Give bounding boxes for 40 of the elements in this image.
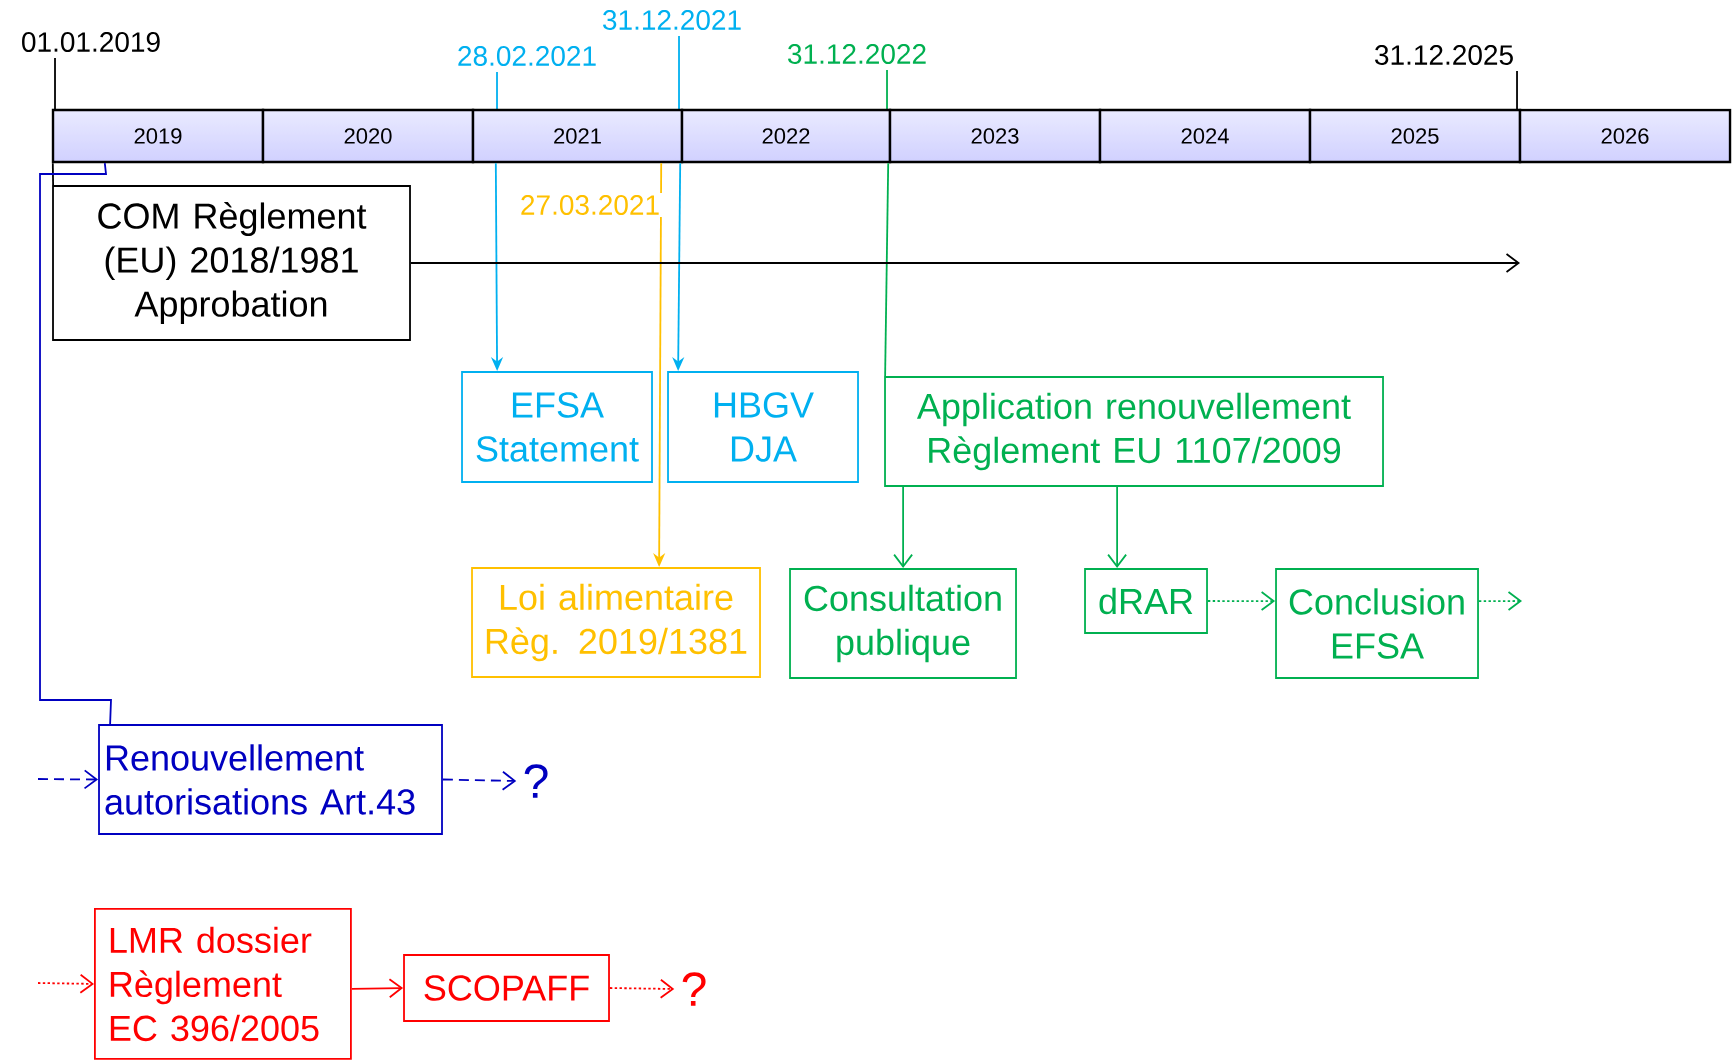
year-box: 2026 [1518,108,1732,164]
process-box: COM Règlement (EU) 2018/1981 Approbation [52,185,411,341]
edge-label: 27.03.2021 [517,193,663,217]
date-label: 31.12.2021 [603,10,741,30]
year-box: 2024 [1098,108,1312,164]
date-label: 01.01.2019 [22,32,160,52]
arrow [37,973,94,994]
year-box: 2020 [261,108,475,164]
arrow [1107,486,1127,569]
process-box: Conclusion EFSA [1275,568,1479,679]
connector-line [39,162,112,725]
process-box: Loi alimentaire Règ. 2019/1381 [471,567,761,678]
connector-line [884,162,890,377]
question-mark: ? [524,764,548,798]
process-box: dRAR [1084,568,1208,634]
date-label: 31.12.2022 [788,44,926,64]
arrow [37,769,99,790]
arrow [1478,591,1522,611]
process-box: LMR dossier Règlement EC 396/2005 [94,908,352,1060]
year-box: 2025 [1308,108,1522,164]
process-box: HBGV DJA [667,371,859,483]
arrow [350,978,404,999]
date-label: 31.12.2025 [1375,45,1513,65]
year-box: 2021 [471,108,684,164]
arrow [410,253,1521,273]
date-label: 28.02.2021 [458,46,596,66]
year-box: 2022 [680,108,892,164]
process-box: EFSA Statement [461,371,653,483]
year-box: 2023 [888,108,1102,164]
process-box: Renouvellement autorisations Art.43 [98,724,443,835]
year-box: 2019 [51,108,265,164]
arrow [893,486,913,569]
arrow [1207,591,1276,611]
process-box: Application renouvellement Règlement EU 1107/2009 [884,376,1384,487]
question-mark: ? [682,972,706,1006]
arrow [442,770,517,791]
process-box: SCOPAFF [403,954,610,1022]
connector-line [51,162,54,186]
arrow [609,978,675,999]
process-box: Consultation publique [789,568,1017,679]
